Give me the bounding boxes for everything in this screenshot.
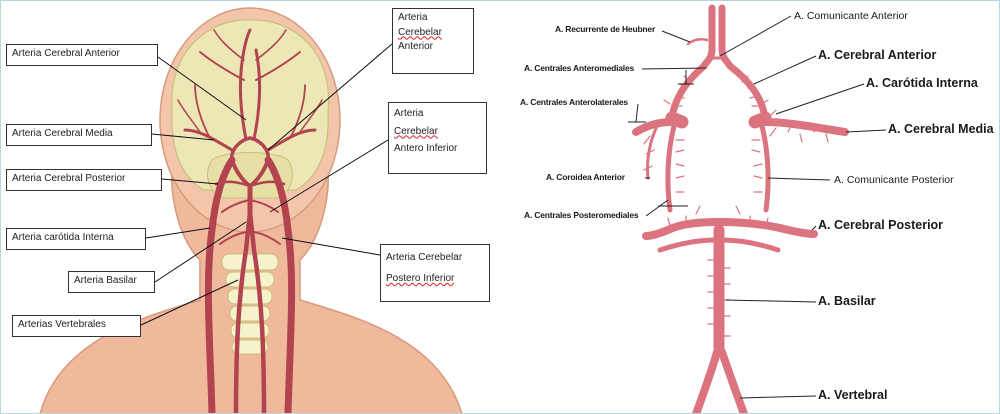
label-arteria-cerebral-anterior: Arteria Cerebral Anterior [6, 44, 158, 66]
label-arteria-basilar: Arteria Basilar [68, 271, 155, 293]
label-basilar: A. Basilar [818, 294, 876, 308]
circle-of-willis-illustration [628, 4, 887, 414]
label-text: Arteria carótida Interna [12, 232, 114, 243]
label-centrales-anterolaterales: A. Centrales Anterolaterales [520, 97, 628, 107]
label-comunicante-posterior: A. Comunicante Posterior [834, 174, 954, 186]
label-carotida-interna: A. Carótida Interna [866, 76, 978, 90]
left-arteries [177, 28, 323, 414]
label-text: Arteria Cerebral Anterior [12, 48, 120, 59]
label-cerebral-posterior: A. Cerebral Posterior [818, 218, 944, 232]
label-arteria-cerebral-posterior: Arteria Cerebral Posterior [6, 169, 162, 191]
label-arteria-cerebelar-postero-inferior: Arteria Cerebelar Postero Inferior [380, 244, 490, 302]
label-arteria-carotida-interna: Arteria carótida Interna [6, 228, 146, 250]
label-arteria-cerebral-media: Arteria Cerebral Media [6, 124, 152, 146]
right-arteries [632, 4, 849, 414]
label-text: Arteria Cerebral Posterior [12, 173, 126, 184]
right-circle-of-willis-diagram: A. Recurrente de Heubner A. Comunicante … [500, 0, 1000, 414]
label-text: Arteria Basilar [74, 275, 137, 286]
label-coroidea-anterior: A. Coroidea Anterior [546, 172, 625, 182]
right-leader-lines [628, 15, 887, 399]
label-arteria-cerebelar-anterior: Arteria Cerebelar Anterior [392, 8, 474, 74]
left-leader-lines [140, 43, 393, 326]
label-cerebral-media: A. Cerebral Media [888, 122, 994, 136]
head-illustration [39, 7, 463, 414]
label-centrales-posteromediales: A. Centrales Posteromediales [524, 210, 639, 220]
label-comunicante-anterior: A. Comunicante Anterior [794, 10, 908, 22]
label-text: Arteria Cerebral Media [12, 128, 113, 139]
label-cerebral-anterior: A. Cerebral Anterior [818, 48, 937, 62]
left-head-diagram: Arteria Cerebral Anterior Arteria Cerebr… [6, 7, 490, 414]
label-arteria-cerebelar-antero-inferior: Arteria Cerebelar Antero Inferior [388, 102, 487, 174]
label-arterias-vertebrales: Arterias Vertebrales [12, 315, 141, 337]
label-vertebral: A. Vertebral [818, 388, 888, 402]
label-text: Arterias Vertebrales [18, 319, 106, 330]
label-recurrente-heubner: A. Recurrente de Heubner [555, 24, 656, 34]
label-centrales-anteromediales: A. Centrales Anteromediales [524, 63, 635, 73]
